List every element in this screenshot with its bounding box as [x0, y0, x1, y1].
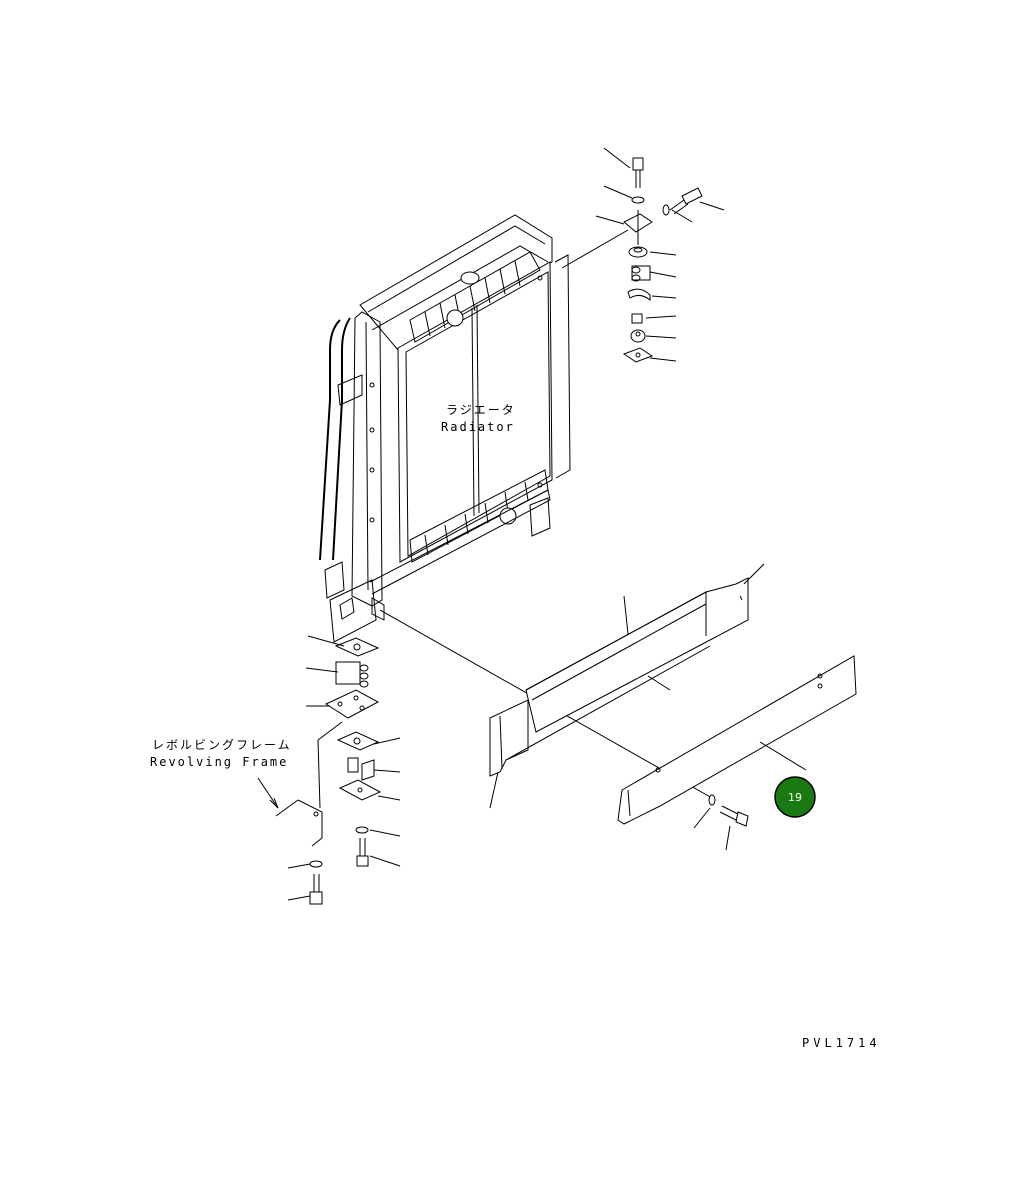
callout-circle[interactable] — [774, 776, 816, 818]
top-mounting-hardware — [561, 147, 725, 363]
revolving-frame-label-en: Revolving Frame — [150, 755, 288, 769]
radiator-assembly — [319, 214, 571, 643]
callout-19[interactable]: 19 — [774, 776, 816, 818]
side-cover-panels — [489, 563, 857, 851]
bottom-mounting-hardware — [305, 635, 401, 867]
radiator-label-en: Radiator — [441, 420, 515, 434]
callout-number[interactable]: 19 — [788, 791, 802, 804]
radiator-label-jp: ラジエータ — [446, 403, 516, 417]
revolving-frame-stub — [257, 721, 343, 905]
revolving-frame-label-jp: レボルビングフレーム — [152, 738, 292, 752]
drawing-code: PVL1714 — [802, 1036, 881, 1050]
